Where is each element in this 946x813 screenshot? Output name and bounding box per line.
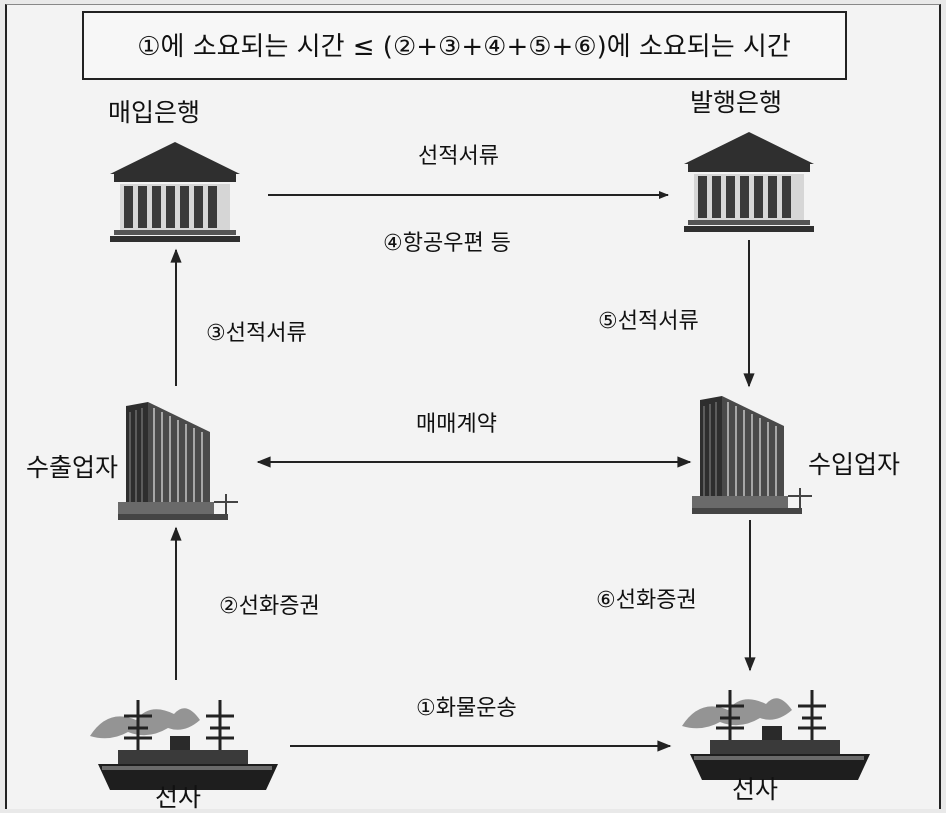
exporter-label: 수출업자	[26, 453, 118, 482]
importer-label: 수입업자	[808, 450, 900, 479]
importer-bill-of-lading-label: ⑥선화증권	[596, 588, 697, 613]
banks-documents-label: 선적서류	[418, 144, 499, 169]
formula-text: ①에 소요되는 시간 ≤ (②+③+④+⑤+⑥)에 소요되는 시간	[137, 32, 791, 62]
importer-documents-label: ⑤선적서류	[598, 309, 699, 334]
diagram-frame	[5, 4, 941, 809]
importer-carrier-ship-icon	[680, 688, 872, 782]
exporter-carrier-ship-icon	[88, 698, 280, 792]
airmail-label: ④항공우편 등	[383, 231, 511, 256]
exporter-building-icon	[117, 401, 239, 521]
formula-box-border	[82, 11, 847, 80]
exporter-documents-label: ③선적서류	[206, 321, 307, 346]
sales-contract-label: 매매계약	[416, 412, 497, 437]
importer-building-icon	[691, 395, 813, 515]
carrier-left-label: 선사	[155, 783, 201, 812]
issuing-bank-label: 발행은행	[690, 88, 782, 117]
cargo-transport-label: ①화물운송	[416, 696, 517, 721]
issuing-bank-icon	[684, 132, 814, 232]
exporter-bill-of-lading-label: ②선화증권	[219, 594, 320, 619]
formula-box: ①에 소요되는 시간 ≤ (②+③+④+⑤+⑥)에 소요되는 시간	[82, 11, 847, 80]
carrier-right-label: 선사	[732, 775, 778, 804]
purchasing-bank-icon	[110, 142, 240, 242]
purchasing-bank-label: 매입은행	[108, 98, 200, 127]
